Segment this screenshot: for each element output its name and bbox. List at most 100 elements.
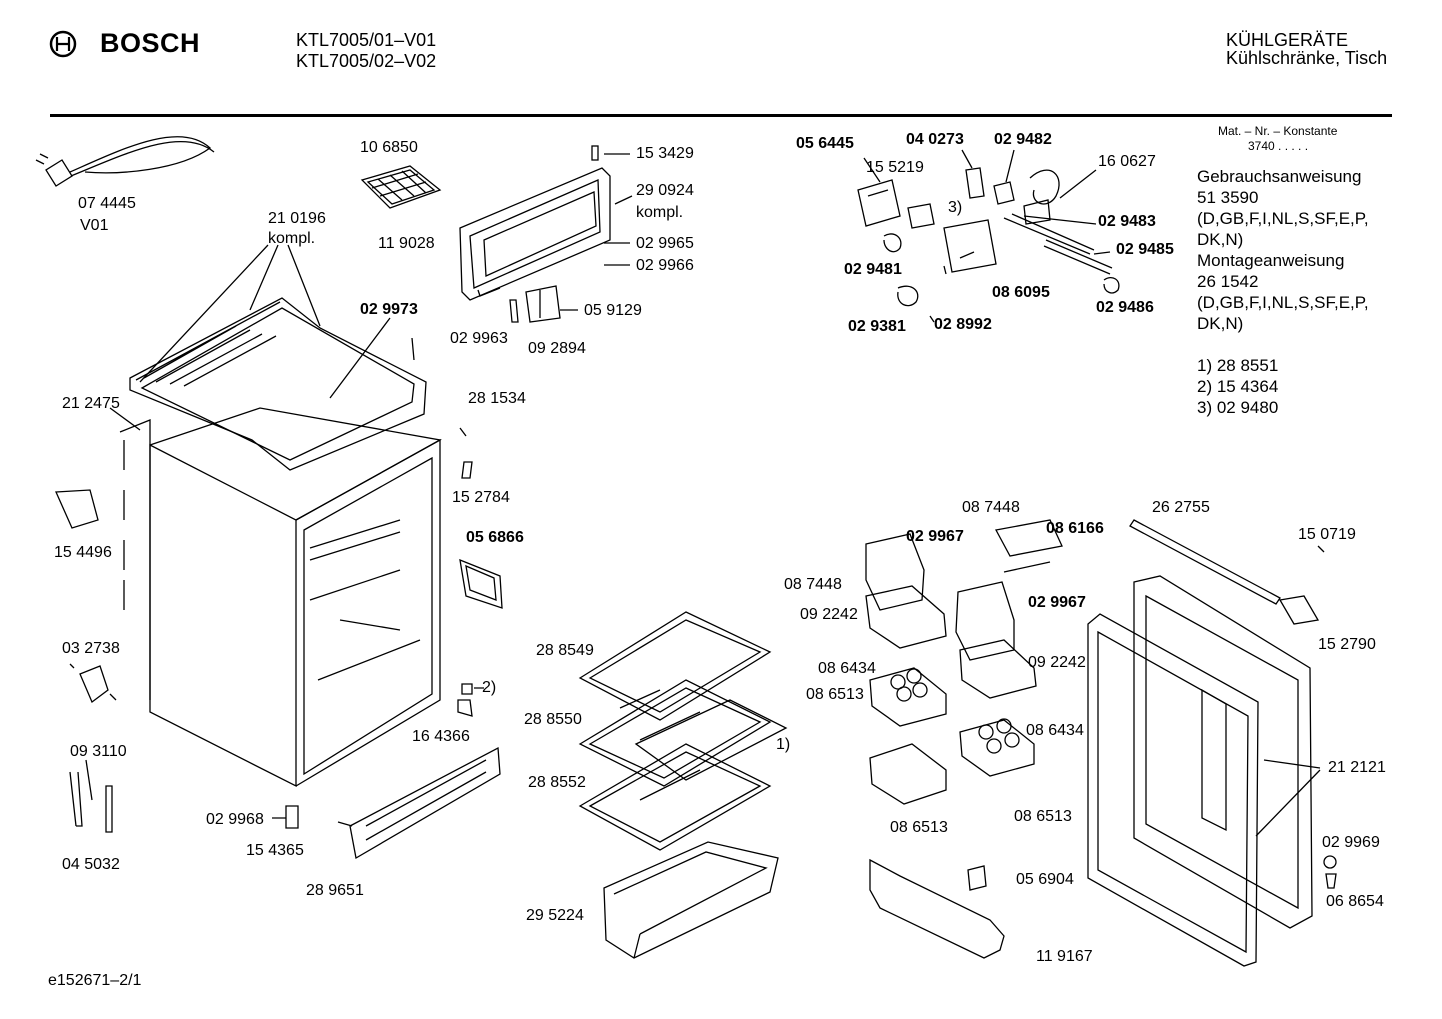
mat-number-label: Mat. – Nr. – Konstante bbox=[1218, 124, 1338, 138]
part-label: 15 4365 bbox=[246, 842, 304, 859]
part-label: 29 0924 bbox=[636, 182, 694, 199]
footer-code: e152671–2/1 bbox=[48, 972, 142, 989]
part-label: 04 5032 bbox=[62, 856, 120, 873]
part-label: 11 9028 bbox=[378, 235, 435, 252]
gasket-icon bbox=[459, 558, 503, 609]
part-label: 08 6434 bbox=[818, 660, 876, 677]
part-label: 05 6866 bbox=[466, 529, 524, 546]
cabinet-top-icon bbox=[129, 244, 427, 471]
part-label: 2) bbox=[482, 679, 497, 696]
crisper-drawer-icon bbox=[603, 841, 779, 959]
part-label: 15 4496 bbox=[54, 544, 112, 561]
sidebar-line: 1) 28 8551 bbox=[1197, 356, 1279, 375]
part-label: 10 6850 bbox=[360, 139, 418, 156]
part-label: 02 9486 bbox=[1096, 299, 1154, 316]
sidebar-line: Gebrauchsanweisung bbox=[1197, 167, 1362, 186]
cabinet-body-icon bbox=[119, 407, 442, 788]
part-label: 06 8654 bbox=[1326, 893, 1384, 910]
part-label: kompl. bbox=[268, 230, 316, 247]
subcategory-title: Kühlschränke, Tisch bbox=[1226, 48, 1388, 68]
brand-name: BOSCH bbox=[100, 28, 201, 58]
part-label: 29 5224 bbox=[526, 907, 584, 924]
part-label: 02 9963 bbox=[450, 330, 508, 347]
model-1: KTL7005/01–V01 bbox=[296, 30, 437, 50]
kickplate-icon bbox=[337, 746, 501, 860]
part-label: 15 2790 bbox=[1318, 636, 1376, 653]
part-label: 02 9381 bbox=[848, 318, 906, 335]
part-label: V01 bbox=[80, 217, 109, 234]
part-label: 21 0196 bbox=[268, 210, 326, 227]
sidebar-line: 26 1542 bbox=[1197, 272, 1259, 291]
sidebar-line: DK,N) bbox=[1197, 230, 1244, 249]
sidebar-line: (D,GB,F,I,NL,S,SF,E,P, bbox=[1197, 209, 1369, 228]
part-label: 3) bbox=[948, 199, 963, 216]
part-label: 28 9651 bbox=[306, 882, 364, 899]
part-label: 28 1534 bbox=[468, 390, 526, 407]
part-label: 26 2755 bbox=[1152, 499, 1210, 516]
part-label: 15 2784 bbox=[452, 489, 510, 506]
part-label: 16 0627 bbox=[1098, 153, 1156, 170]
header-rule bbox=[50, 114, 1392, 117]
part-label: 09 3110 bbox=[70, 743, 127, 760]
ice-tray-icon bbox=[360, 165, 442, 209]
part-label: 05 9129 bbox=[584, 302, 642, 319]
part-label: 28 8549 bbox=[536, 642, 594, 659]
bosch-logo-icon bbox=[49, 30, 77, 58]
freezer-door-icon bbox=[459, 145, 633, 323]
part-label: 09 2894 bbox=[528, 340, 586, 357]
part-label: 03 2738 bbox=[62, 640, 120, 657]
thermostat-assembly-icon bbox=[857, 149, 1120, 323]
part-label: 21 2121 bbox=[1328, 759, 1386, 776]
part-label: 08 6513 bbox=[890, 819, 948, 836]
category-title: KÜHLGERÄTE bbox=[1226, 30, 1349, 50]
part-label: 02 9483 bbox=[1098, 213, 1156, 230]
part-label: 1) bbox=[776, 736, 791, 753]
sidebar-line: 51 3590 bbox=[1197, 188, 1259, 207]
part-label: 21 2475 bbox=[62, 395, 120, 412]
sidebar-line: 2) 15 4364 bbox=[1197, 377, 1279, 396]
part-label: kompl. bbox=[636, 204, 684, 221]
part-label: 02 8992 bbox=[934, 316, 992, 333]
part-label: 08 6095 bbox=[992, 284, 1050, 301]
part-label: 28 8550 bbox=[524, 711, 582, 728]
part-label: 05 6904 bbox=[1016, 871, 1074, 888]
part-label: 08 6513 bbox=[1014, 808, 1072, 825]
part-label: 02 9967 bbox=[1028, 594, 1086, 611]
part-label: 15 3429 bbox=[636, 145, 694, 162]
part-label: 16 4366 bbox=[412, 728, 470, 745]
refrigerator-door-icon bbox=[1087, 519, 1337, 967]
part-label: 11 9167 bbox=[1036, 948, 1093, 965]
part-label: 02 9969 bbox=[1322, 834, 1380, 851]
part-label: 09 2242 bbox=[1028, 654, 1086, 671]
part-label: 02 9481 bbox=[844, 261, 902, 278]
model-2: KTL7005/02–V02 bbox=[296, 51, 437, 71]
sidebar-line: DK,N) bbox=[1197, 314, 1244, 333]
part-label: 08 6513 bbox=[806, 686, 864, 703]
part-label: 02 9968 bbox=[206, 811, 264, 828]
part-label: 02 9967 bbox=[906, 528, 964, 545]
door-racks-icon bbox=[865, 519, 1063, 959]
sidebar-line: 3) 02 9480 bbox=[1197, 398, 1279, 417]
sidebar-line: Montageanweisung bbox=[1197, 251, 1345, 270]
part-label: 02 9973 bbox=[360, 301, 418, 318]
part-label: 08 6166 bbox=[1046, 520, 1104, 537]
part-label: 15 5219 bbox=[866, 159, 924, 176]
part-label: 02 9965 bbox=[636, 235, 694, 252]
part-label: 07 4445 bbox=[78, 195, 136, 212]
part-label: 02 9485 bbox=[1116, 241, 1174, 258]
sidebar-line: (D,GB,F,I,NL,S,SF,E,P, bbox=[1197, 293, 1369, 312]
part-label: 15 0719 bbox=[1298, 526, 1356, 543]
part-label: 04 0273 bbox=[906, 131, 964, 148]
power-cord-icon bbox=[35, 136, 215, 187]
part-label: 08 6434 bbox=[1026, 722, 1084, 739]
part-label: 28 8552 bbox=[528, 774, 586, 791]
part-label: 08 7448 bbox=[962, 499, 1020, 516]
part-label: 02 9482 bbox=[994, 131, 1052, 148]
glass-shelf-icon bbox=[578, 611, 788, 851]
part-label: 08 7448 bbox=[784, 576, 842, 593]
part-label: 09 2242 bbox=[800, 606, 858, 623]
part-label: 05 6445 bbox=[796, 135, 854, 152]
part-label: 02 9966 bbox=[636, 257, 694, 274]
mat-number-value: 3740 . . . . . bbox=[1248, 139, 1309, 153]
